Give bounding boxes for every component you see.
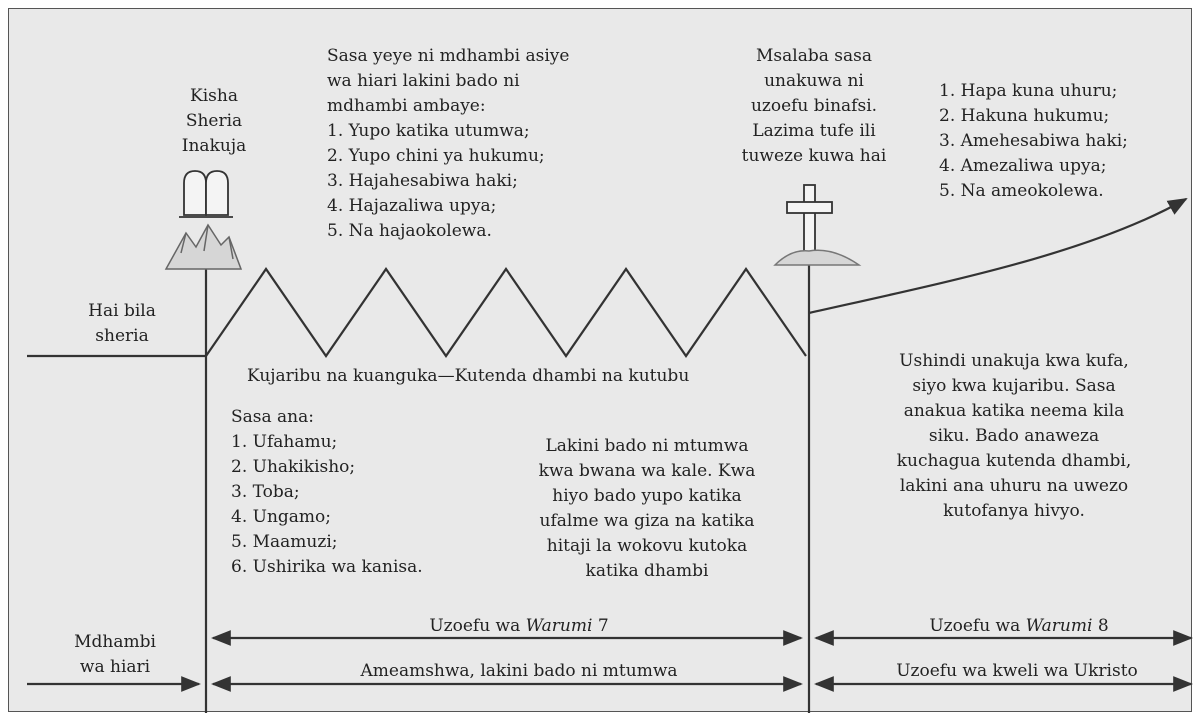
- without-law-label: Hai bila sheria: [88, 301, 156, 346]
- law-comes-label: Kisha Sheria Inakuja: [181, 86, 247, 156]
- law-tablets-icon: [179, 170, 233, 218]
- hill-icon: [773, 249, 862, 266]
- zigzag-caption: Kujaribu na kuanguka—Kutenda dhambi na k…: [247, 366, 690, 386]
- freedom-curve-arrow: [808, 198, 1188, 315]
- cross-experience-text: Msalaba sasa unakuwa ni uzoefu binafsi. …: [741, 46, 887, 166]
- freedom-list: 1. Hapa kuna uhuru; 2. Hakuna hukumu; 3.…: [939, 81, 1128, 201]
- true-christian-label: Uzoefu wa kweli wa Ukristo: [837, 659, 1197, 684]
- diagram-canvas: [27, 170, 1193, 713]
- mountain-icon: [164, 223, 243, 270]
- romans7-label: Uzoefu wa Warumi 7: [429, 616, 609, 636]
- romans8-label: Uzoefu wa Warumi 8: [929, 616, 1109, 636]
- awakened-label: Ameamshwa, lakini bado ni mtumwa: [269, 659, 769, 684]
- unwilling-sinner-text: Sasa yeye ni mdhambi asiye wa hiari laki…: [327, 46, 570, 241]
- still-slave-text: Lakini bado ni mtumwa kwa bwana wa kale.…: [538, 436, 756, 581]
- cross-icon: [786, 184, 833, 254]
- willful-sinner-label: Mdhambi wa hiari: [74, 632, 156, 677]
- now-has-list: Sasa ana: 1. Ufahamu; 2. Uhakikisho; 3. …: [231, 407, 423, 577]
- zigzag-line: [205, 267, 807, 358]
- diagram-frame: Kisha Sheria Inakuja Sasa yeye ni mdhamb…: [8, 8, 1193, 713]
- victory-text: Ushindi unakuja kwa kufa, siyo kwa kujar…: [896, 351, 1132, 521]
